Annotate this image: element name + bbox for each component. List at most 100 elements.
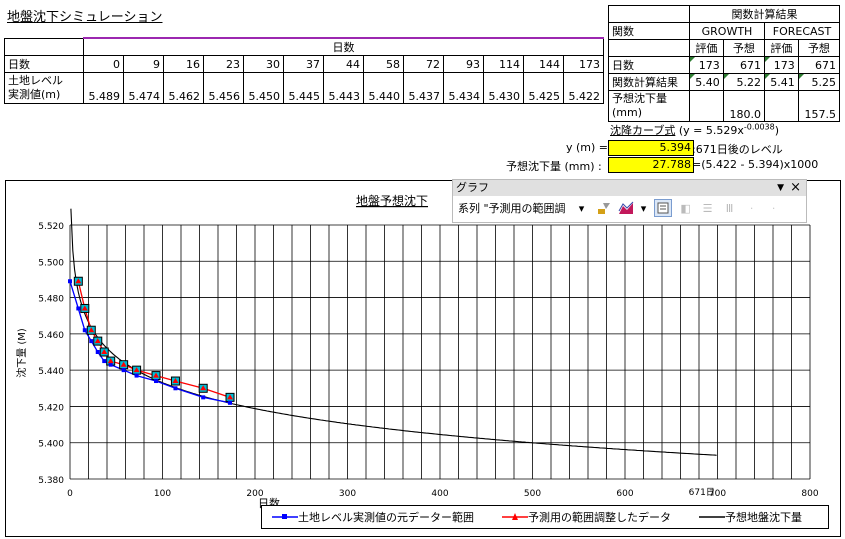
eval-header[interactable]: 評価 [689,39,724,57]
legend-item-measured[interactable]: 土地レベル実測値の元データー範囲 [272,509,474,525]
calc-group-header[interactable]: 関数計算結果 [689,5,840,23]
calc-result-cell[interactable]: 5.25 [797,73,841,91]
calc-days-cell[interactable]: 173 [764,56,799,74]
calc-sink-cell[interactable] [764,90,799,122]
day-cell[interactable]: 144 [523,55,564,73]
angle-text-up-icon[interactable]: · [771,201,776,215]
level-cell[interactable]: 5.456 [203,72,244,104]
level-cell[interactable]: 5.450 [243,72,284,104]
y-label: y (m) = [566,141,609,154]
days-row-label[interactable]: 日数 [4,55,84,73]
calc-sink-label[interactable]: 予想沈下量(mm) [608,90,690,122]
series-select[interactable]: 系列 "予測用の範囲調 [458,202,566,215]
day-cell[interactable]: 9 [123,55,164,73]
level-cell[interactable]: 5.422 [563,72,604,104]
chart-type-icon[interactable] [618,200,634,216]
x-tick-label: 300 [339,489,356,499]
by-column-icon[interactable]: Ⅲ [725,201,734,215]
curve-formula: 沈降カーブ式 (y = 5.529x-0.0038) [610,122,780,137]
level-cell[interactable]: 5.440 [363,72,404,104]
level-cell[interactable]: 5.489 [83,72,124,104]
legend-icon[interactable]: ◧ [680,201,691,215]
measured-point [68,279,72,284]
day-cell[interactable]: 114 [483,55,524,73]
legend-item-forecast[interactable]: 予想地盤沈下量 [699,509,802,525]
format-series-icon[interactable] [596,200,612,216]
day-cell[interactable]: 173 [563,55,604,73]
days-table: 日数 日数 0 9 16 23 30 37 44 58 72 93 114 14… [4,37,604,104]
forecast-header[interactable]: FORECAST [764,22,840,40]
toolbar-titlebar[interactable]: グラフ ▼ × [453,180,806,196]
level-cell[interactable]: 5.474 [123,72,164,104]
calc-result-cell[interactable]: 5.40 [689,73,724,91]
calc-blank[interactable] [608,39,690,57]
chart-svg: 5.3805.4005.4205.4405.4605.4805.5005.520… [15,193,819,510]
y-tick-label: 5.420 [38,403,64,413]
level-cell[interactable]: 5.430 [483,72,524,104]
function-results-table: 関数計算結果 関数 GROWTH FORECAST 評価 予想 評価 予想 日数… [608,5,841,122]
level-cell[interactable]: 5.434 [443,72,484,104]
toolbar-close-icon[interactable]: × [790,180,801,195]
angle-text-down-icon[interactable]: · [749,201,754,215]
level-row-label[interactable]: 土地レベル実測値(m) [4,72,84,104]
days-header-cell[interactable]: 日数 [83,37,604,56]
calc-days-cell[interactable]: 671 [722,56,766,74]
y-value-cell[interactable]: 5.394 [608,140,694,156]
calc-sink-cell[interactable] [689,90,724,122]
day-cell[interactable]: 58 [363,55,404,73]
chart-title: 地盤予想沈下 [356,193,428,208]
day-cell[interactable]: 44 [323,55,364,73]
day-cell[interactable]: 93 [443,55,484,73]
day-cell[interactable]: 72 [403,55,444,73]
day-cell[interactable]: 23 [203,55,244,73]
legend-swatch-forecast [699,516,725,518]
level-cell[interactable]: 5.445 [283,72,324,104]
chart-toolbar[interactable]: グラフ ▼ × 系列 "予測用の範囲調 ▾ ▾ ◧ ☰ Ⅲ · · [452,179,807,223]
calc-sink-cell[interactable]: 180.0 [722,90,766,122]
level-cell[interactable]: 5.437 [403,72,444,104]
legend-item-adjusted[interactable]: 予測用の範囲調整したデータ [502,509,671,525]
sink-note: =(5.422 - 5.394)x1000 [692,158,819,171]
x-tick-label: 0 [67,489,73,499]
eval-header[interactable]: 評価 [764,39,799,57]
calc-days-cell[interactable]: 173 [689,56,724,74]
calc-blank[interactable] [608,5,690,23]
chart-legend[interactable]: 土地レベル実測値の元データー範囲 予測用の範囲調整したデータ 予想地盤沈下量 [261,505,829,529]
adjusted-point [153,372,160,378]
days-row: 日数 0 9 16 23 30 37 44 58 72 93 114 144 1… [4,55,604,73]
blank-cell[interactable] [4,37,84,56]
measured-point [89,339,94,344]
adjusted-point [107,358,114,364]
growth-header[interactable]: GROWTH [689,22,765,40]
legend-swatch-adjusted [502,513,528,520]
toolbar-dropdown-icon[interactable]: ▼ [777,183,784,193]
x-tick-label: 200 [246,489,263,499]
x-tick-label: 700 [709,489,726,499]
data-table-icon[interactable] [653,199,672,217]
chart-type-dropdown-icon[interactable]: ▾ [640,201,647,215]
pred-header[interactable]: 予想 [722,39,766,57]
pred-header[interactable]: 予想 [797,39,841,57]
measured-point [154,379,159,384]
day-cell[interactable]: 0 [83,55,124,73]
day-cell[interactable]: 37 [283,55,324,73]
sink-value-cell[interactable]: 27.788 [608,157,694,173]
level-cell[interactable]: 5.443 [323,72,364,104]
calc-days-cell[interactable]: 671 [797,56,841,74]
calc-col0-header[interactable]: 関数 [608,22,690,40]
by-row-icon[interactable]: ☰ [702,201,713,215]
day-cell[interactable]: 16 [163,55,204,73]
day-cell[interactable]: 30 [243,55,284,73]
calc-sink-cell[interactable]: 157.5 [797,90,841,122]
adjusted-point [81,305,88,311]
adjusted-point [94,338,101,344]
calc-days-label[interactable]: 日数 [608,56,690,74]
level-cell[interactable]: 5.462 [163,72,204,104]
calc-result-label[interactable]: 関数計算結果 [608,73,690,91]
measured-point [102,359,107,364]
level-cell[interactable]: 5.425 [523,72,564,104]
calc-result-cell[interactable]: 5.22 [722,73,766,91]
series-dropdown-icon[interactable]: ▾ [578,201,585,215]
calc-result-cell[interactable]: 5.41 [764,73,799,91]
